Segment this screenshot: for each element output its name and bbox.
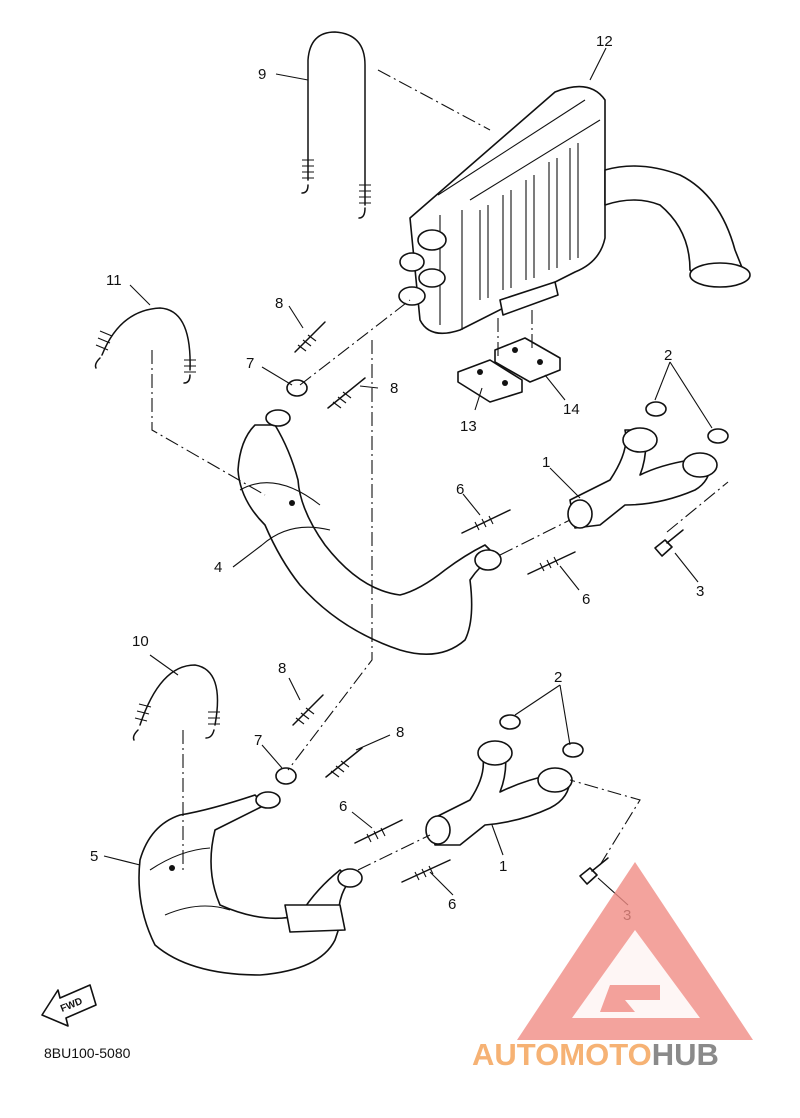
spring-part-9 (301, 31, 371, 219)
callout-numbers: 9 12 11 8 7 8 13 14 2 1 6 4 6 3 10 8 2 8… (90, 33, 704, 924)
callout-6c: 6 (339, 798, 347, 815)
callout-8d: 8 (396, 724, 404, 741)
diagram-code: 8BU100-5080 (44, 1045, 131, 1061)
callout-8b: 8 (390, 380, 398, 397)
spring-part-10 (132, 664, 220, 741)
forward-arrow-icon: FWD (41, 984, 97, 1027)
callout-6b: 6 (582, 591, 590, 608)
exhaust-pipe-part-4 (237, 409, 502, 656)
callout-14: 14 (563, 401, 580, 418)
spring-part-11 (94, 307, 196, 384)
leader-lines (103, 47, 713, 906)
watermark-auto: AUTO (472, 1037, 559, 1072)
muffler-fins (479, 143, 579, 300)
callout-7b: 7 (254, 732, 262, 749)
callout-1a: 1 (542, 454, 550, 471)
watermark-moto: MOTO (559, 1037, 651, 1072)
bolts-part-3 (579, 529, 684, 885)
assembly-lines (151, 69, 729, 871)
callout-8a: 8 (275, 295, 283, 312)
callout-5: 5 (90, 848, 98, 865)
automotohub-watermark-logo: AUTOMOTOHUB (472, 862, 753, 1072)
callout-1b: 1 (499, 858, 507, 875)
muffler-part-12 (398, 85, 751, 335)
manifold-part-1-lower (425, 740, 573, 846)
exhaust-pipe-part-5 (138, 791, 363, 976)
callout-2b: 2 (554, 669, 562, 686)
callout-7a: 7 (246, 355, 254, 372)
watermark-hub: HUB (652, 1037, 719, 1072)
callout-3a: 3 (696, 583, 704, 600)
manifold-part-1-upper (567, 427, 718, 529)
callout-2a: 2 (664, 347, 672, 364)
callout-12: 12 (596, 33, 613, 50)
callout-13: 13 (460, 418, 477, 435)
small-springs (292, 321, 576, 883)
callout-10: 10 (132, 633, 149, 650)
callout-6a: 6 (456, 481, 464, 498)
callout-8c: 8 (278, 660, 286, 677)
callout-9: 9 (258, 66, 266, 83)
washers-part-2 (499, 401, 729, 758)
watermark-text: AUTOMOTOHUB (472, 1037, 719, 1072)
callout-11: 11 (106, 272, 122, 289)
brackets-part-13-14 (457, 337, 561, 403)
callout-4: 4 (214, 559, 222, 576)
callout-6d: 6 (448, 896, 456, 913)
